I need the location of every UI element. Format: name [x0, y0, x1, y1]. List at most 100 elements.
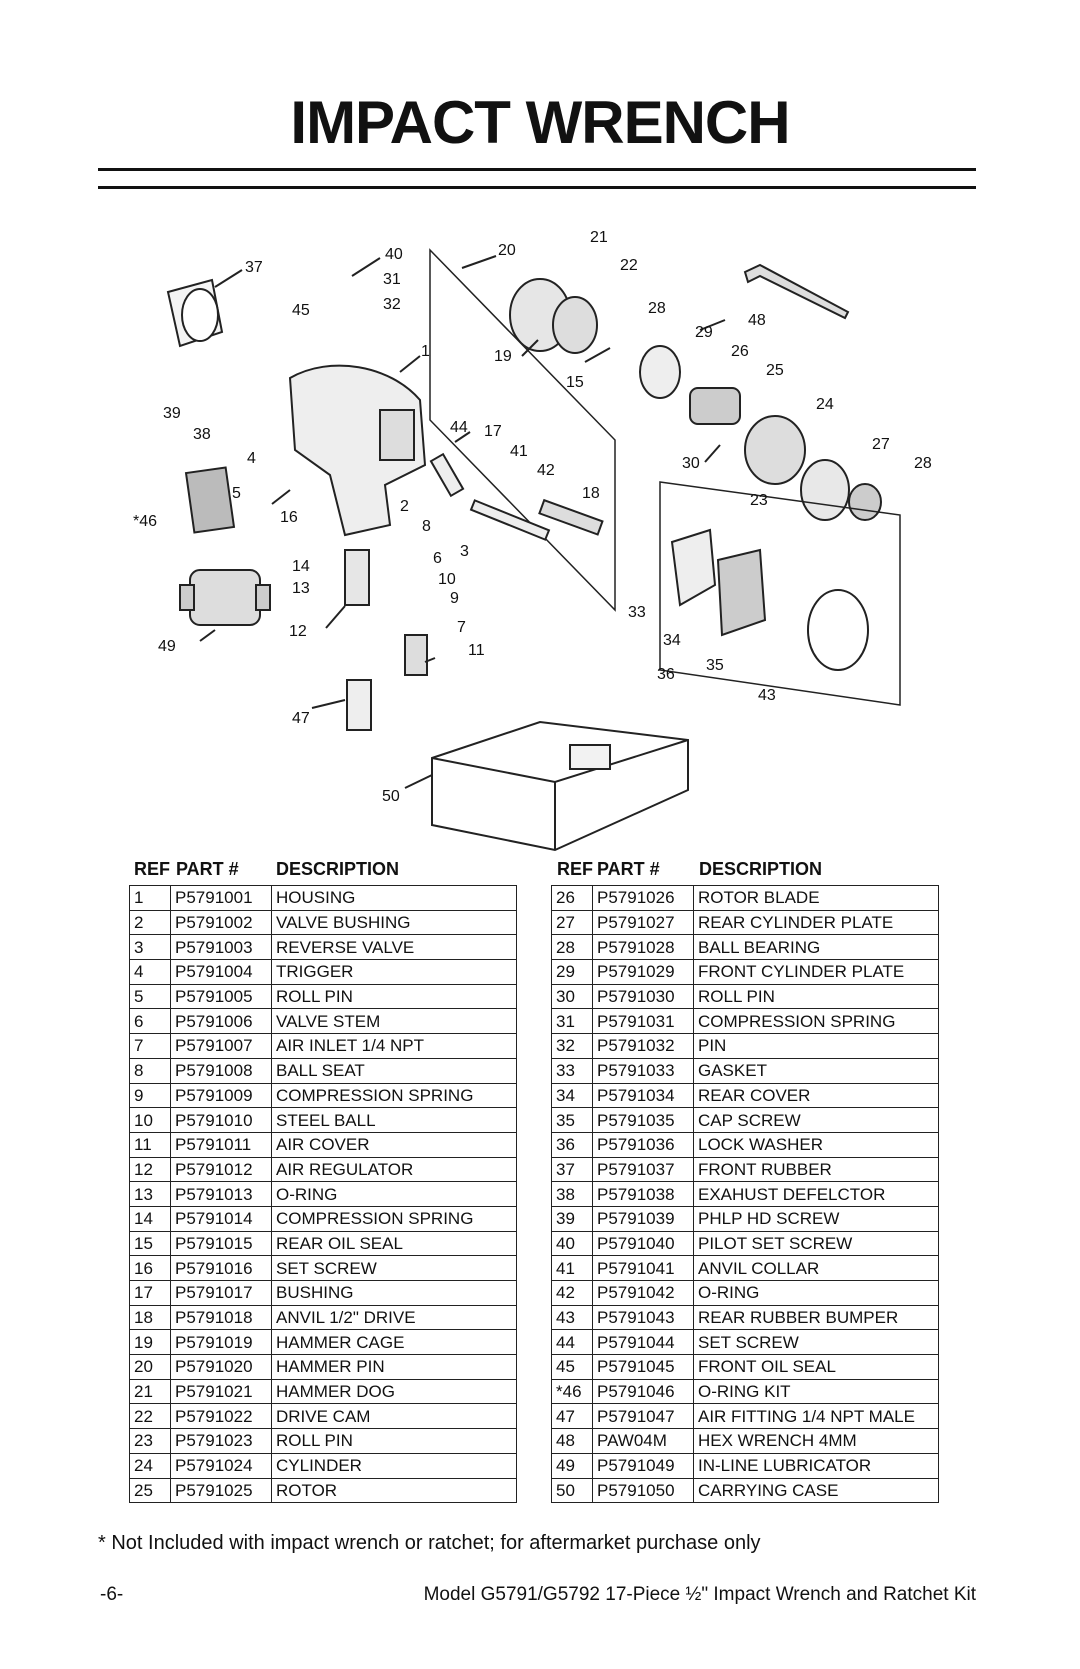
ref-cell: 32 [551, 1033, 593, 1059]
part-number-cell: P5791038 [592, 1181, 694, 1207]
page-number: -6- [100, 1584, 124, 1605]
ref-cell: 20 [129, 1354, 171, 1380]
ref-cell: 43 [551, 1304, 593, 1331]
ref-cell: 40 [551, 1230, 593, 1257]
description-cell: CARRYING CASE [693, 1477, 939, 1504]
ref-cell: 10 [129, 1107, 171, 1133]
ref-cell: 25 [129, 1477, 171, 1504]
callout-label: 35 [706, 657, 724, 674]
callout-label: 38 [193, 426, 211, 443]
callout-label: 21 [590, 229, 608, 246]
ref-cell: 38 [551, 1181, 593, 1207]
part-number-cell: P5791026 [592, 885, 694, 911]
description-cell: FRONT RUBBER [693, 1156, 939, 1183]
ref-cell: 41 [551, 1255, 593, 1281]
part-number-cell: P5791008 [170, 1057, 272, 1084]
ref-cell: 39 [551, 1205, 593, 1232]
description-cell: SET SCREW [693, 1329, 939, 1356]
footnote: * Not Included with impact wrench or rat… [98, 1532, 761, 1554]
description-cell: HAMMER PIN [271, 1354, 517, 1380]
description-cell: REAR RUBBER BUMPER [693, 1304, 939, 1331]
ref-cell: 48 [551, 1428, 593, 1454]
callout-label: 34 [663, 632, 681, 649]
callout-label: 40 [385, 246, 403, 263]
callout-label: 7 [457, 619, 466, 636]
description-cell: ANVIL COLLAR [693, 1255, 939, 1281]
description-cell: CYLINDER [271, 1452, 517, 1479]
ref-cell: 42 [551, 1280, 593, 1306]
header-ref: REF [557, 859, 593, 879]
ref-cell: 2 [129, 909, 171, 936]
footer-model: Model G5791/G5792 17-Piece ½" Impact Wre… [423, 1584, 976, 1605]
callout-label: 5 [232, 485, 241, 502]
callout-label: 42 [537, 462, 555, 479]
callout-label: 9 [450, 590, 459, 607]
description-cell: VALVE BUSHING [271, 909, 517, 936]
description-cell: VALVE STEM [271, 1008, 517, 1035]
part-number-cell: P5791011 [170, 1131, 272, 1158]
part-number-cell: P5791014 [170, 1205, 272, 1232]
ref-cell: 19 [129, 1329, 171, 1356]
part-number-cell: P5791020 [170, 1354, 272, 1380]
exploded-parts-diagram: 37 40 31 45 32 20 21 22 28 29 48 19 1 15… [133, 229, 932, 852]
callout-label: 11 [468, 642, 485, 659]
callout-label: 20 [498, 242, 516, 259]
description-cell: ANVIL 1/2" DRIVE [271, 1304, 517, 1331]
ref-cell: 26 [551, 885, 593, 911]
part-number-cell: P5791032 [592, 1033, 694, 1059]
header-part: PART # [597, 859, 660, 879]
callout-label: 3 [460, 543, 469, 560]
ref-cell: 49 [551, 1452, 593, 1479]
description-cell: BALL SEAT [271, 1057, 517, 1084]
part-number-cell: P5791024 [170, 1452, 272, 1479]
callout-label: 43 [758, 687, 776, 704]
description-cell: HOUSING [271, 885, 517, 911]
part-number-cell: P5791050 [592, 1477, 694, 1504]
ref-cell: 9 [129, 1082, 171, 1109]
callout-label: 25 [766, 362, 784, 379]
description-cell: FRONT OIL SEAL [693, 1354, 939, 1380]
ref-cell: 11 [129, 1131, 171, 1158]
callout-label: 36 [657, 666, 675, 683]
part-number-cell: P5791009 [170, 1082, 272, 1109]
part-number-cell: P5791002 [170, 909, 272, 936]
header-description: DESCRIPTION [699, 859, 823, 879]
description-cell: ROLL PIN [693, 983, 939, 1010]
ref-cell: 5 [129, 983, 171, 1010]
callout-label: 28 [648, 300, 666, 317]
ref-cell: 28 [551, 934, 593, 961]
description-cell: LOCK WASHER [693, 1131, 939, 1158]
callout-label: 29 [695, 324, 713, 341]
description-cell: ROLL PIN [271, 1428, 517, 1454]
description-cell: DRIVE CAM [271, 1403, 517, 1430]
part-number-cell: P5791021 [170, 1378, 272, 1405]
part-number-cell: P5791037 [592, 1156, 694, 1183]
ref-cell: 7 [129, 1033, 171, 1059]
ref-cell: 29 [551, 959, 593, 985]
ref-cell: 17 [129, 1280, 171, 1306]
part-number-cell: P5791001 [170, 885, 272, 911]
callout-label: 14 [292, 558, 310, 575]
callout-label: 24 [816, 396, 834, 413]
description-cell: CAP SCREW [693, 1107, 939, 1133]
callout-label: 33 [628, 604, 646, 621]
ref-cell: 21 [129, 1378, 171, 1405]
header-description: DESCRIPTION [276, 859, 400, 879]
